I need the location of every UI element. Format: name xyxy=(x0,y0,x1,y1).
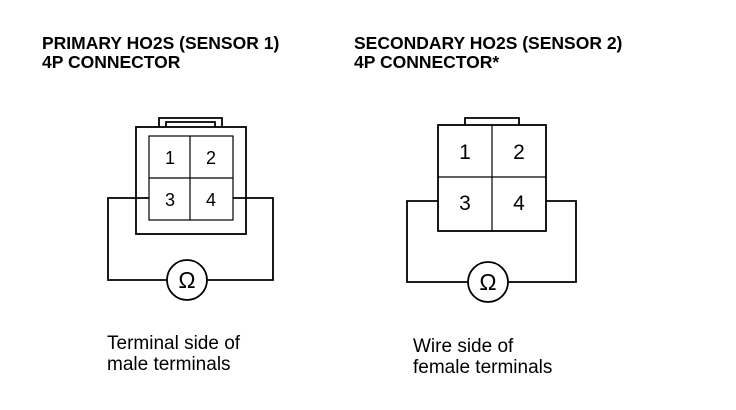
secondary-title-line1: SECONDARY HO2S (SENSOR 2) xyxy=(354,33,623,53)
primary-title-line1: PRIMARY HO2S (SENSOR 1) xyxy=(42,33,280,53)
primary-caption-line2: male terminals xyxy=(107,354,231,375)
primary-connector-housing xyxy=(135,117,247,235)
secondary-caption-line1: Wire side of xyxy=(413,336,514,357)
secondary-terminal-1: 1 xyxy=(459,141,471,164)
secondary-connector-housing xyxy=(437,117,547,232)
primary-title-line2: 4P CONNECTOR xyxy=(42,52,181,72)
primary-terminal-2: 2 xyxy=(206,148,216,168)
secondary-connector-title: SECONDARY HO2S (SENSOR 2) 4P CONNECTOR* xyxy=(354,34,622,72)
primary-connector-title: PRIMARY HO2S (SENSOR 1) 4P CONNECTOR xyxy=(42,34,279,72)
primary-ohmmeter-symbol: Ω xyxy=(178,267,195,293)
secondary-caption: Wire side of female terminals xyxy=(413,336,552,378)
primary-caption-line1: Terminal side of xyxy=(107,333,241,354)
primary-terminal-3: 3 xyxy=(165,190,175,210)
primary-terminal-1: 1 xyxy=(165,148,175,168)
secondary-terminal-2: 2 xyxy=(513,141,525,164)
primary-caption: Terminal side of male terminals xyxy=(107,333,240,375)
secondary-terminal-3: 3 xyxy=(459,192,471,215)
secondary-terminal-4: 4 xyxy=(513,192,525,215)
secondary-caption-line2: female terminals xyxy=(413,357,553,378)
secondary-ohmmeter-symbol: Ω xyxy=(479,269,496,295)
primary-terminal-4: 4 xyxy=(206,190,216,210)
primary-meter-circuit xyxy=(107,197,274,301)
secondary-meter-circuit xyxy=(406,200,577,303)
secondary-title-line2: 4P CONNECTOR* xyxy=(354,52,500,72)
